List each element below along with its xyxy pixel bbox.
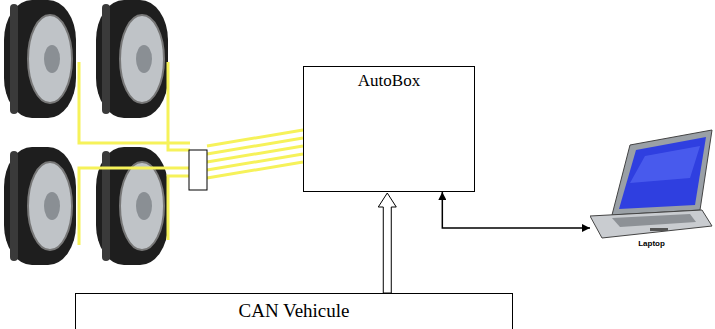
tire <box>96 147 168 265</box>
laptop-node: Laptop <box>590 128 713 253</box>
box-label: AutoBox <box>304 67 474 91</box>
process-box: AutoBox <box>303 66 475 192</box>
data-link <box>442 192 590 228</box>
device-label: Laptop <box>590 128 713 248</box>
bus-arrow <box>378 193 396 293</box>
box-label: CAN Vehicule <box>76 294 512 322</box>
tire <box>4 0 76 118</box>
bus-box: CAN Vehicule <box>75 293 513 329</box>
tire <box>96 0 168 118</box>
tire <box>4 147 76 265</box>
sensor-wires <box>79 62 303 245</box>
wire-connector <box>189 150 207 190</box>
laptop-icon <box>590 128 713 253</box>
